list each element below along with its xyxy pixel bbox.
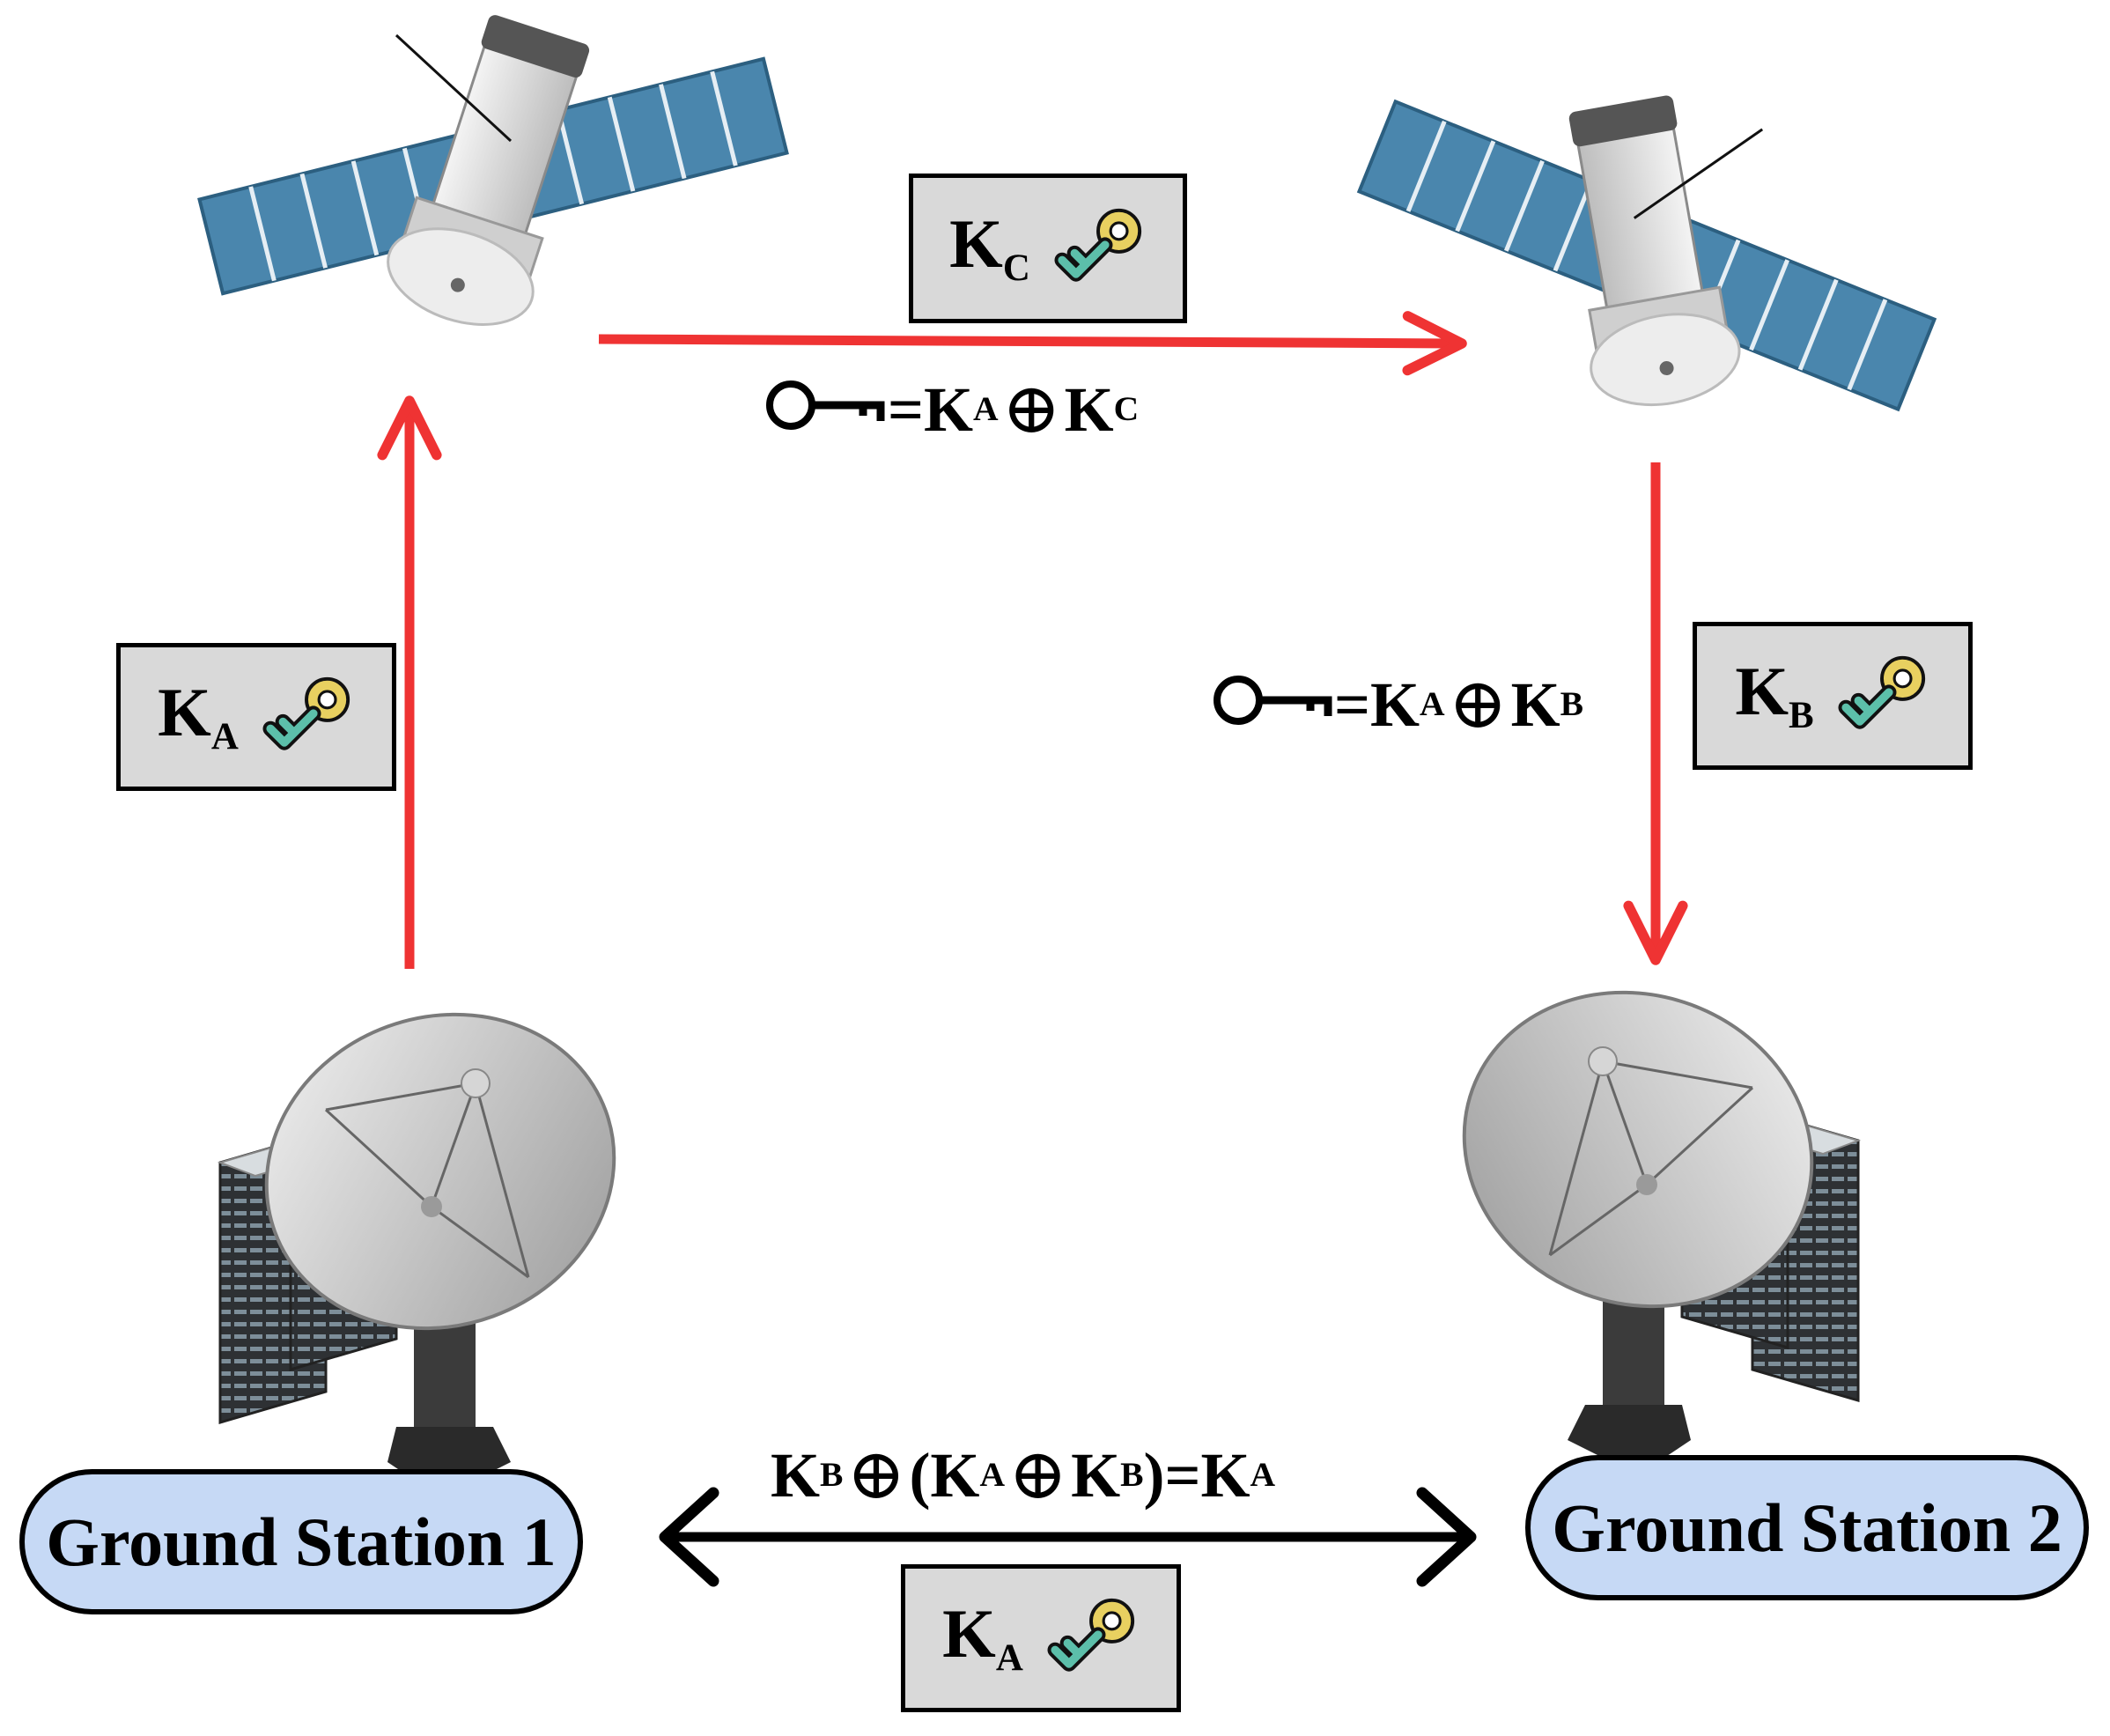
satellite-2 (1333, 47, 1961, 461)
key-symbol-icon-right (1214, 676, 1332, 725)
key-icon (258, 669, 355, 765)
ground-link-arrowhead-right (1416, 1487, 1477, 1587)
crosslink-arrow-sat1-to-sat2 (598, 311, 1467, 376)
ground-station-2-dish (1418, 942, 1860, 1459)
ground-link-arrowhead-left (659, 1487, 719, 1587)
key-icon (1043, 1590, 1140, 1687)
key-label-kc: KC (949, 204, 1030, 289)
satellite-1 (199, 6, 786, 342)
key-box-ka-bottom: KA (901, 1564, 1181, 1712)
key-label-ka: KA (158, 673, 239, 757)
key-symbol-icon-top (766, 380, 885, 430)
ground-station-1-dish (218, 964, 660, 1481)
key-icon (1833, 647, 1930, 744)
key-box-kb: KB (1693, 622, 1973, 770)
key-box-ka-left: KA (116, 643, 396, 791)
key-box-kc: KC (909, 174, 1187, 323)
key-icon (1050, 200, 1147, 297)
key-label-kb: KB (1735, 652, 1814, 736)
ground-station-1-label: Ground Station 1 (19, 1469, 583, 1614)
ground-station-2-label: Ground Station 2 (1525, 1455, 2089, 1600)
key-label-ka: KA (942, 1594, 1023, 1679)
